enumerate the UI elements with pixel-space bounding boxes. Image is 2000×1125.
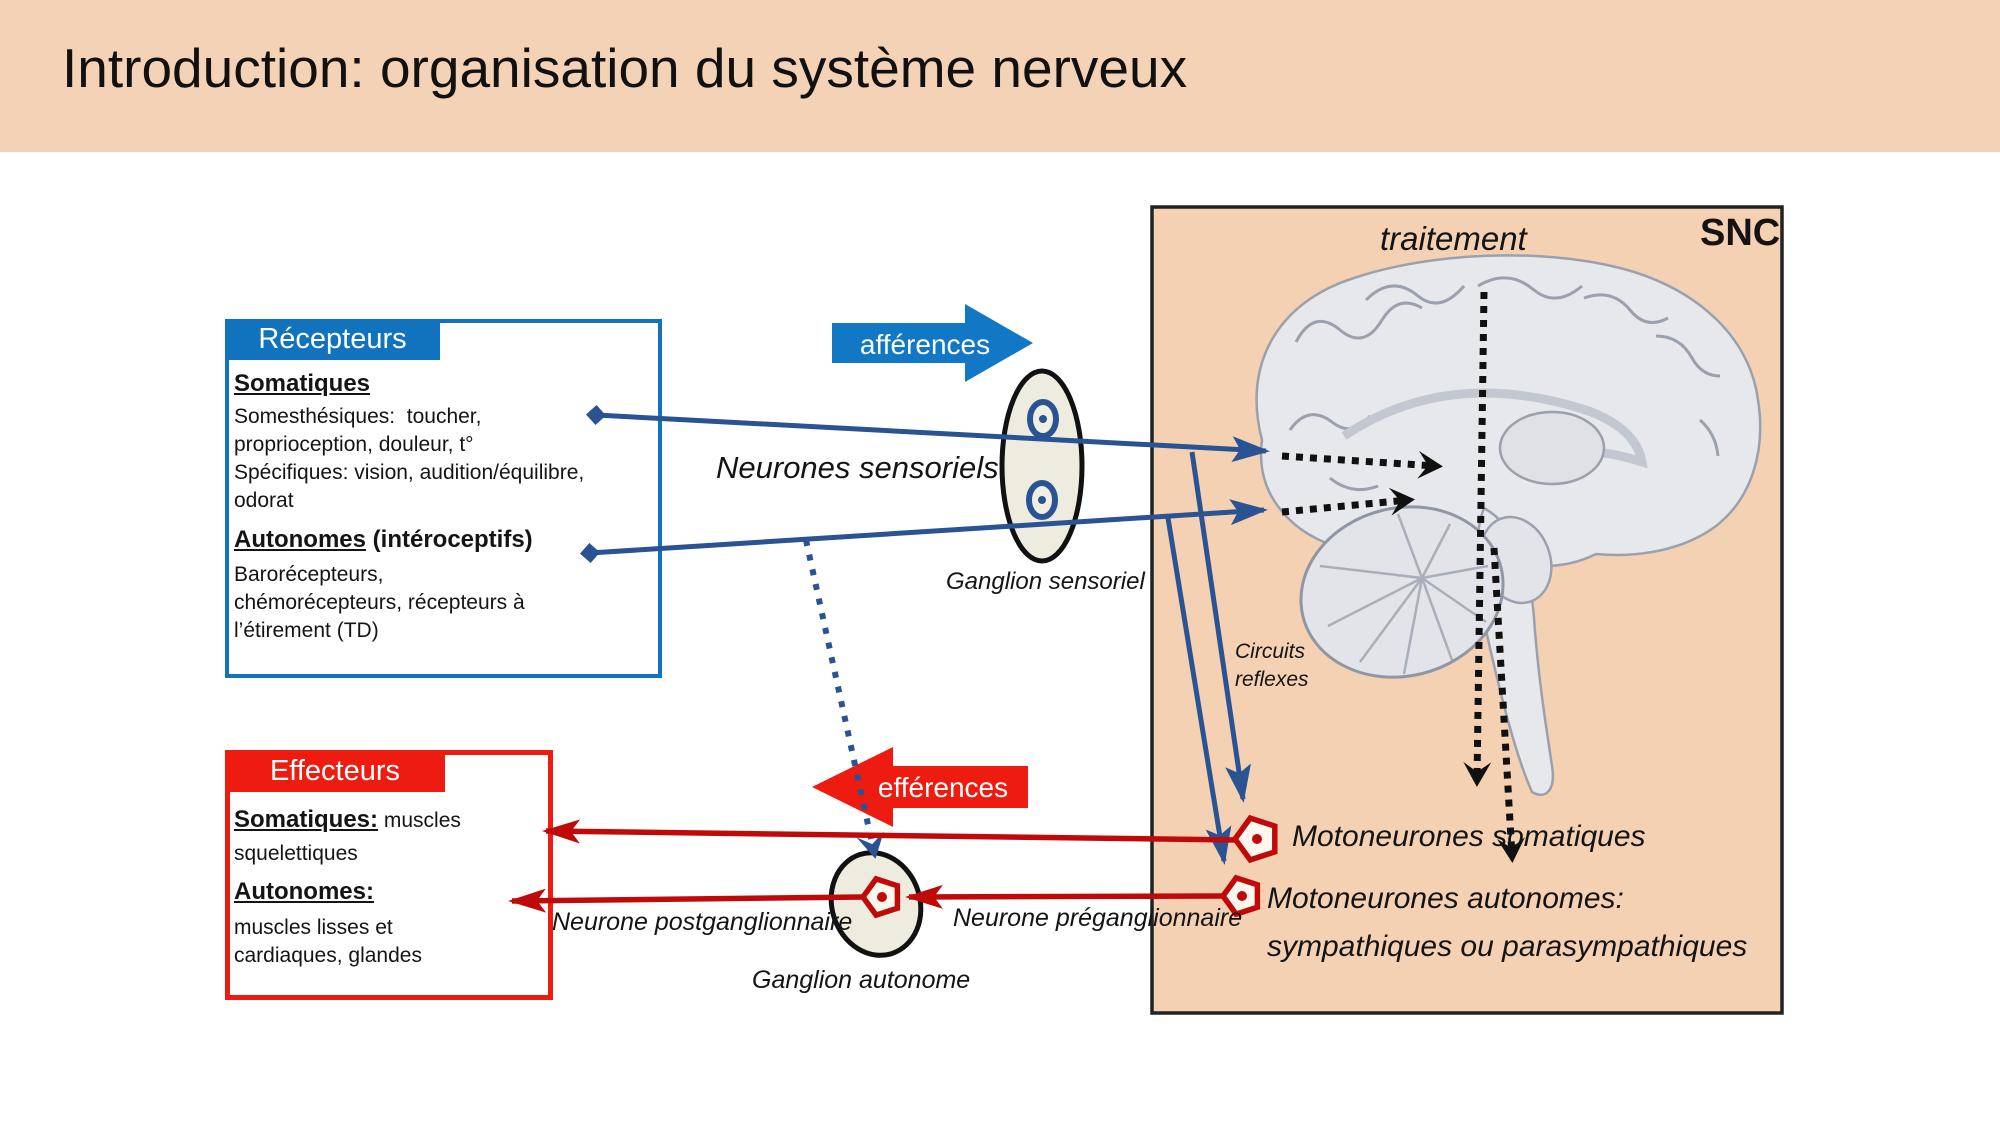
slide-title: Introduction: organisation du système ne… <box>62 37 1188 99</box>
somatic-motoneuron-soma <box>1231 814 1278 864</box>
receptors-box <box>225 319 662 678</box>
afferences-label: afférences <box>859 329 991 360</box>
efferences-label: efférences <box>877 772 1009 803</box>
autonomic-motoneurons-label: Motoneurones autonomes: <box>1267 882 1624 915</box>
postganglionic-neuron-label: Neurone postganglionnaire <box>552 908 853 936</box>
receptors-autonomic-line: chémorécepteurs, récepteurs à <box>234 591 525 614</box>
receptors-autonomic-title: Autonomes (intéroceptifs) <box>234 526 533 553</box>
autonomic-motoneurons-label: sympathiques ou parasympathiques <box>1267 930 1748 963</box>
efferent-preganglionic-line <box>905 884 1224 909</box>
brain-image <box>1255 254 1762 796</box>
treatment-label: traitement <box>1380 220 1527 257</box>
receptors-somatic-line: odorat <box>234 489 294 512</box>
snc-label: SNC <box>1700 212 1781 254</box>
receptors-somatic-line: proprioception, douleur, t° <box>234 433 474 456</box>
descending-pathway-somatic <box>1463 291 1492 787</box>
effectors-autonomic-line: muscles lisses et <box>234 916 393 939</box>
receptors-somatic-line: Somesthésiques: toucher, <box>234 405 482 428</box>
receptors-somatic-title: Somatiques <box>234 370 371 397</box>
afferences-arrow <box>832 304 1033 382</box>
autonomic-ganglion-label: Ganglion autonome <box>752 966 971 994</box>
preganglionic-neuron-label: Neurone préganglionnaire <box>953 904 1243 932</box>
receptors-header: Récepteurs <box>225 319 440 360</box>
effectors-somatic-line: squelettiques <box>234 842 358 865</box>
sensory-neuron-soma <box>1027 399 1059 439</box>
reflex-circuits-label: reflexes <box>1235 668 1309 691</box>
reflex-circuits-label: Circuits <box>1235 640 1306 663</box>
effectors-autonomic-title: Autonomes: <box>234 878 374 905</box>
effectors-autonomic-line: cardiaques, glandes <box>234 944 422 967</box>
receptors-somatic-line: Spécifiques: vision, audition/équilibre, <box>234 461 585 484</box>
reflex-branch-autonomic <box>1165 517 1232 865</box>
effectors-somatic-title: Somatiques: muscles <box>234 806 461 833</box>
descending-pathway-autonomic <box>1490 547 1525 863</box>
sensory-ganglion-label: Ganglion sensoriel <box>946 568 1145 595</box>
receptors-autonomic-line: l’étirement (TD) <box>234 619 379 642</box>
processing-arrow-upper <box>1281 450 1443 479</box>
efferent-somatic-line <box>542 819 1237 844</box>
autonomic-motoneuron-soma <box>1219 874 1261 918</box>
sensory-neuron-soma <box>1026 480 1058 520</box>
efferent-postganglionic-line <box>508 888 864 913</box>
afferent-dotted-line <box>803 539 884 859</box>
sensory-neurons-label: Neurones sensoriels <box>716 450 999 485</box>
effectors-header: Effecteurs <box>225 750 445 792</box>
title-band <box>0 0 2000 152</box>
postganglionic-neuron-soma <box>859 875 901 919</box>
receptors-autonomic-line: Barorécepteurs, <box>234 563 384 586</box>
somatic-motoneurons-label: Motoneurones somatiques <box>1292 820 1646 853</box>
afferent-somatic-line <box>586 405 1270 463</box>
afferent-autonomic-line <box>580 499 1268 563</box>
reflex-branch-somatic <box>1189 451 1251 803</box>
